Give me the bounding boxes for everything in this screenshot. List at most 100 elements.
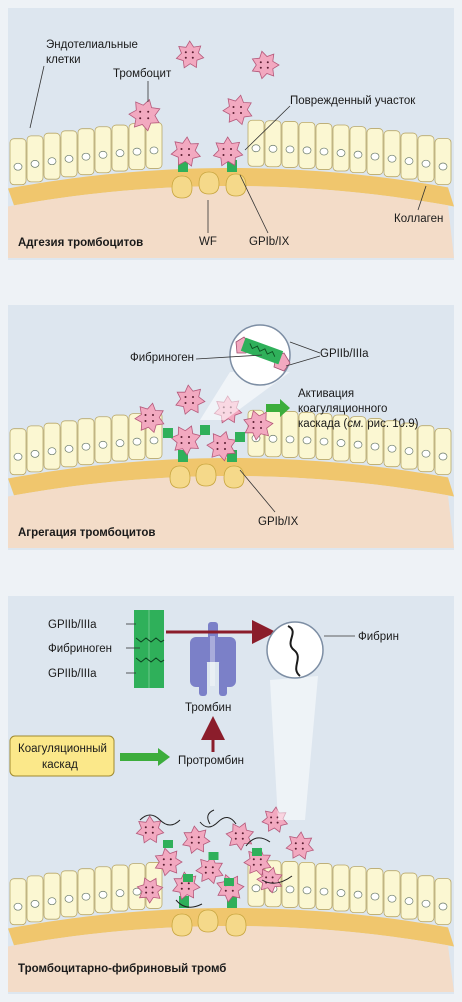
endothelial-cell: [349, 126, 367, 174]
cell-nucleus: [115, 439, 125, 447]
cell-nucleus: [336, 149, 346, 157]
platelet-granule: [162, 863, 165, 866]
endothelial-cell: [60, 870, 78, 918]
endothelial-cell: [281, 861, 299, 908]
platelet-granule: [188, 436, 190, 438]
platelet-granule: [260, 427, 262, 429]
endothelial-cell: [26, 425, 44, 473]
label-endothelial: Эндотелиальные: [46, 39, 138, 51]
cell-nucleus: [47, 447, 57, 456]
activation-arrow: [266, 399, 290, 417]
gp-receptor: [227, 160, 237, 172]
gp-receptor: [208, 852, 219, 860]
caption-adhesion: Адгезия тромбоцитов: [18, 237, 143, 249]
endothelial-cell: [111, 414, 129, 462]
endothelial-cell: [77, 418, 95, 466]
platelet-granule: [259, 66, 262, 69]
label-damaged-site: Поврежденный участок: [290, 95, 416, 107]
endothelial-cell: [43, 872, 61, 920]
endothelial-cell: [383, 870, 401, 918]
cell-nucleus: [353, 890, 363, 899]
cell-nucleus: [251, 884, 261, 893]
endothelial-cell: [111, 124, 129, 172]
platelet-granule: [294, 842, 297, 845]
label-gpiib-bottom: GPIIb/IIIa: [48, 668, 97, 680]
fibrin-strand: [175, 899, 203, 908]
platelet-granule: [144, 414, 147, 416]
platelet-granule: [190, 841, 193, 844]
tissue-layer: [8, 926, 454, 992]
gp-receptor: [227, 450, 237, 462]
cell-nucleus: [285, 435, 295, 444]
platelet: [251, 50, 280, 80]
cell-nucleus: [421, 899, 431, 908]
cell-nucleus: [132, 437, 142, 446]
cell-nucleus: [370, 442, 380, 451]
cell-nucleus: [81, 152, 91, 161]
endothelial-cell: [43, 132, 61, 180]
platelet-granule: [231, 889, 234, 892]
label-gpib: GPIb/IX: [258, 516, 299, 528]
gp-receptor: [178, 450, 188, 462]
platelet-granule: [180, 148, 183, 150]
cell-nucleus: [268, 434, 278, 443]
endothelial-cell: [298, 121, 316, 169]
endothelial-cell: [128, 123, 146, 171]
cell-nucleus: [64, 444, 74, 453]
label-endothelial-2: клетки: [46, 54, 81, 66]
von-willebrand-factor: [223, 465, 245, 489]
platelet: [128, 98, 161, 132]
platelet-granule: [204, 866, 207, 869]
platelet-granule: [192, 396, 194, 398]
platelet-granule: [184, 56, 187, 59]
endothelial-cell: [417, 425, 435, 473]
cell-nucleus: [13, 452, 23, 461]
endothelial-cell: [417, 135, 435, 183]
cell-nucleus: [438, 902, 448, 911]
cell-nucleus: [302, 436, 312, 445]
cell-nucleus: [64, 154, 74, 163]
platelets-group: [134, 384, 274, 489]
cell-nucleus: [353, 150, 363, 159]
platelet: [135, 815, 165, 844]
platelet: [172, 871, 201, 901]
cell-nucleus: [404, 157, 414, 165]
fibrin-strand: [261, 875, 293, 884]
platelet-granule: [192, 402, 194, 404]
platelet-granule: [222, 148, 225, 150]
gp-receptor: [178, 160, 188, 172]
cell-nucleus: [81, 442, 91, 451]
endothelial-cell: [315, 123, 333, 170]
platelet-granule: [259, 863, 262, 866]
cell-nucleus: [404, 897, 414, 905]
platelet: [256, 866, 283, 894]
platelet-granule: [180, 882, 183, 885]
endothelial-cell: [77, 868, 95, 916]
von-willebrand-factor: [171, 175, 193, 199]
gp-receptor: [252, 848, 262, 856]
platelet-granule: [241, 832, 244, 835]
cell-nucleus: [370, 152, 380, 161]
platelet: [285, 831, 315, 860]
cell-nucleus: [47, 157, 57, 166]
von-willebrand-factor: [171, 913, 193, 937]
panel-aggregation: Фибриноген GPIIb/IIIa Активация коагуляц…: [8, 305, 454, 550]
platelet-granule: [169, 863, 172, 866]
endothelial-cell: [400, 872, 418, 920]
platelet-granule: [190, 836, 193, 839]
thrombin-molecule: [190, 622, 236, 696]
platelet: [225, 822, 255, 851]
platelet: [154, 847, 183, 877]
endothelial-cell: [315, 413, 333, 460]
platelets-group: [135, 806, 315, 937]
label-fibrinogen: Фибриноген: [130, 352, 194, 364]
platelet-granule: [294, 847, 297, 850]
platelet-granule: [216, 448, 219, 450]
receptor-bridge: [134, 610, 165, 688]
platelet-granule: [260, 421, 262, 423]
endothelial-cell: [400, 422, 418, 470]
cell-nucleus: [302, 886, 312, 895]
label-fibrin: Фибрин: [358, 631, 399, 643]
platelets-group: [128, 40, 280, 199]
platelet-granule: [197, 836, 200, 839]
